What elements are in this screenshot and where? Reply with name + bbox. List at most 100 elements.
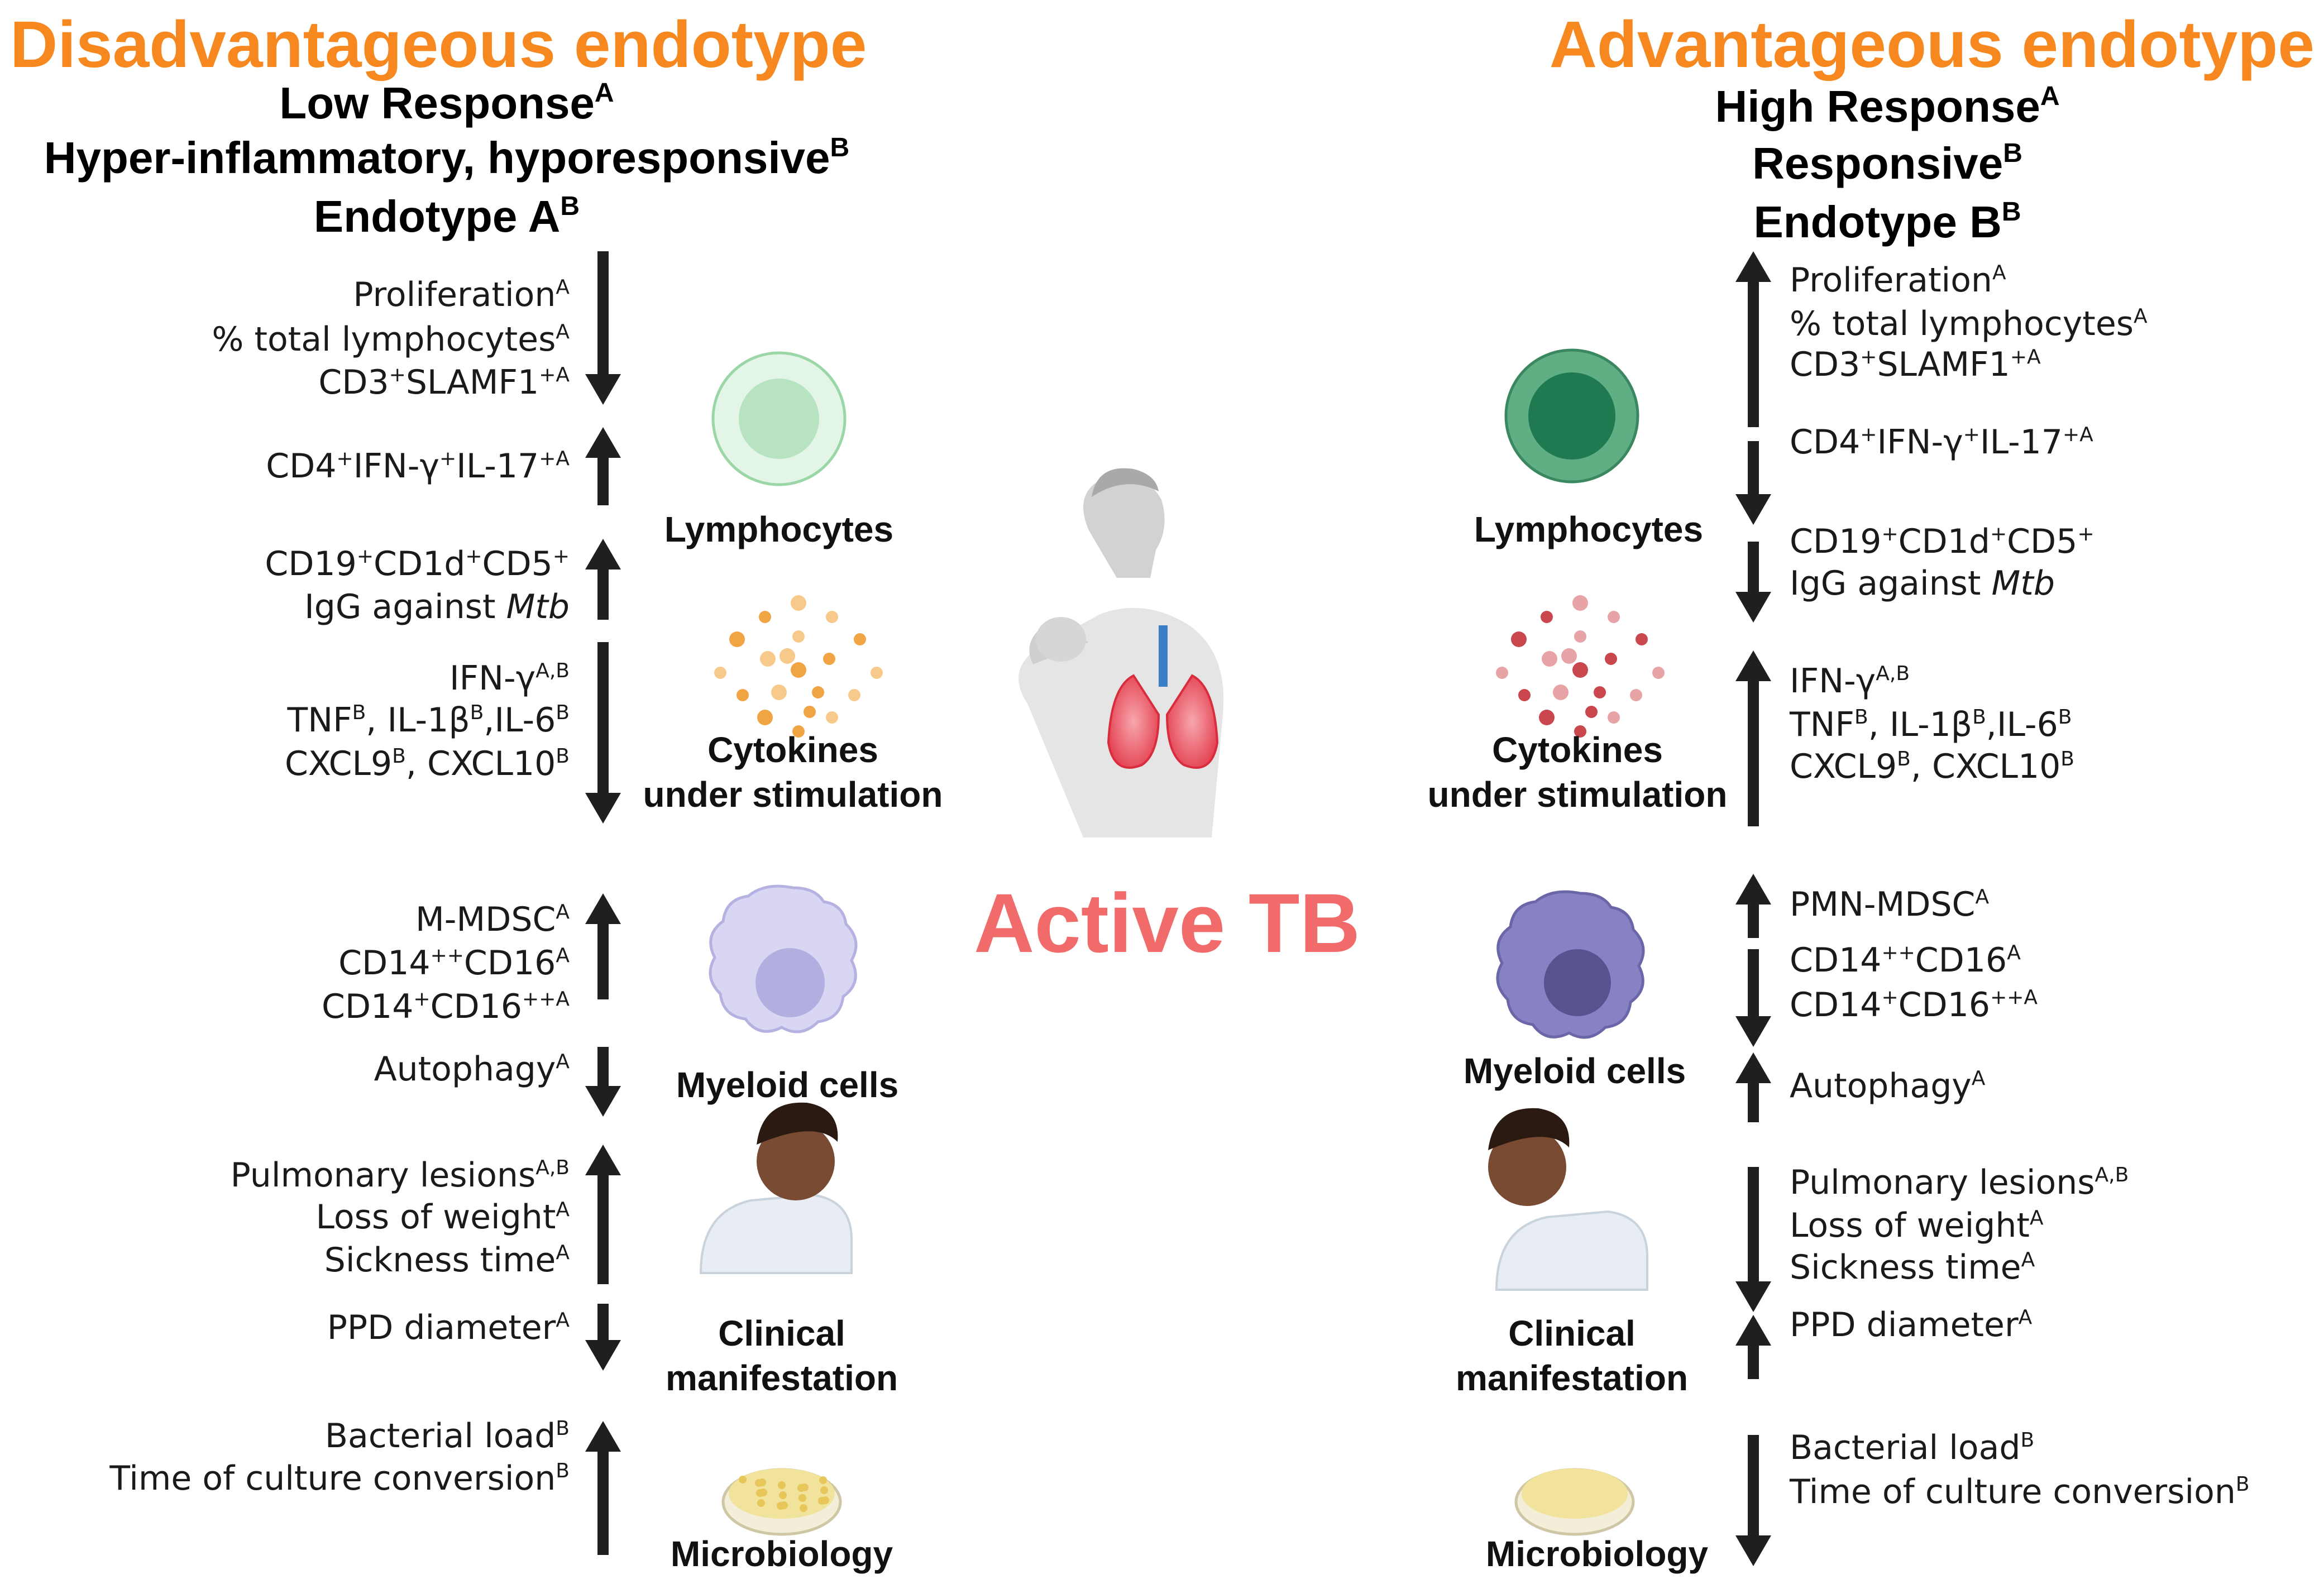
lymphocyte-cell-icon xyxy=(1504,348,1639,484)
left-arrow-up xyxy=(585,539,621,620)
cytokine-dots-icon xyxy=(1496,595,1665,738)
cytokine-dot xyxy=(780,648,795,664)
left-marker-label: CD14+CD16++A xyxy=(322,987,570,1026)
right-marker-label: Loss of weightA xyxy=(1790,1206,2044,1245)
right-marker-groups: ProliferationA % total lymphocytesACD3+SL… xyxy=(1735,251,2250,1566)
left-marker-label: IFN-γA,B xyxy=(450,659,570,698)
right-marker-label: CD4+IFN-γ+IL-17+A xyxy=(1790,423,2093,462)
left-cat-cytokines-sub: under stimulation xyxy=(643,774,943,815)
cytokine-dot xyxy=(1608,711,1620,724)
cytokine-dot xyxy=(791,595,806,611)
left-marker-label: AutophagyA xyxy=(374,1050,570,1089)
left-marker-label: M-MDSCA xyxy=(415,900,570,939)
cytokine-dot xyxy=(760,651,776,667)
cytokine-dots-icon xyxy=(714,595,883,738)
cytokine-dot xyxy=(737,689,749,701)
cytokine-dot xyxy=(1561,648,1577,664)
colony-dot xyxy=(756,1489,764,1497)
sick-patient-icon xyxy=(699,1102,853,1274)
right-marker-label: CD14+CD16++A xyxy=(1790,985,2038,1025)
left-cat-clinical: Clinical xyxy=(718,1313,845,1353)
cytokine-dot xyxy=(1608,611,1620,623)
lymphocyte-cell-icon xyxy=(711,351,847,486)
right-marker-label: PPD diameterA xyxy=(1790,1305,2033,1344)
cytokine-dot xyxy=(714,667,726,679)
left-marker-label: Pulmonary lesionsA,B xyxy=(231,1156,570,1195)
right-arrow-down xyxy=(1735,1435,1771,1566)
cytokine-dot xyxy=(1572,662,1588,678)
cytokine-dot xyxy=(823,653,835,665)
left-arrow-down xyxy=(585,642,621,824)
colony-dot xyxy=(739,1476,747,1483)
right-marker-label: AutophagyA xyxy=(1790,1066,1986,1106)
right-cat-cytokines-sub: under stimulation xyxy=(1428,774,1728,815)
right-marker-label: % total lymphocytesA xyxy=(1790,304,2148,343)
right-marker-label: Pulmonary lesionsA,B xyxy=(1790,1163,2129,1202)
left-cat-clinical-sub: manifestation xyxy=(666,1358,898,1398)
right-marker-label: CD14++CD16A xyxy=(1790,941,2021,980)
colony-dot xyxy=(818,1497,826,1505)
right-cat-clinical: Clinical xyxy=(1508,1313,1636,1353)
colony-dot xyxy=(755,1479,763,1487)
left-marker-label: IgG against Mtb xyxy=(304,587,570,626)
cytokine-dot xyxy=(1541,611,1553,623)
coughing-man-lungs-icon xyxy=(1018,468,1224,838)
right-heading-3: Endotype BB xyxy=(1753,197,2021,247)
left-marker-label: CD19+CD1d+CD5+ xyxy=(265,544,570,583)
colony-dot xyxy=(778,1481,786,1489)
right-arrow-down xyxy=(1735,441,1771,525)
left-arrow-up xyxy=(585,427,621,505)
left-title: Disadvantageous endotype xyxy=(10,8,867,82)
cytokine-dot xyxy=(757,710,773,725)
right-heading-1: High ResponseA xyxy=(1715,82,2060,131)
left-arrow-up xyxy=(585,893,621,999)
colony-dot xyxy=(797,1484,805,1492)
cytokine-dot xyxy=(1539,710,1555,725)
cytokine-dot xyxy=(1572,595,1588,611)
cytokine-dot xyxy=(759,611,771,623)
right-marker-label: Bacterial loadB xyxy=(1790,1428,2034,1467)
cytokine-dot xyxy=(1636,633,1648,645)
colony-dot xyxy=(779,1491,787,1499)
left-cat-microbiology: Microbiology xyxy=(671,1534,893,1574)
right-marker-label: TNFB, IL-1βB,IL-6B xyxy=(1789,705,2072,744)
right-arrow-down xyxy=(1735,542,1771,623)
cytokine-dot xyxy=(812,686,824,698)
left-marker-label: Sickness timeA xyxy=(324,1241,570,1280)
right-arrow-down xyxy=(1735,949,1771,1047)
left-marker-label: Bacterial loadB xyxy=(325,1416,570,1456)
right-marker-label: IgG against Mtb xyxy=(1790,564,2055,603)
right-arrow-up xyxy=(1735,1052,1771,1122)
left-marker-label: CD4+IFN-γ+IL-17+A xyxy=(266,447,570,486)
right-marker-label: CD3+SLAMF1+A xyxy=(1790,345,2041,384)
colony-dot xyxy=(777,1502,785,1510)
right-marker-label: CD19+CD1d+CD5+ xyxy=(1790,522,2095,561)
left-marker-label: PPD diameterA xyxy=(327,1308,570,1347)
right-marker-label: PMN-MDSCA xyxy=(1790,885,1989,924)
cytokine-dot xyxy=(804,706,816,718)
cytokine-dot xyxy=(1574,630,1586,643)
right-cat-lymphocytes: Lymphocytes xyxy=(1474,509,1703,549)
cytokine-dot xyxy=(1553,685,1569,700)
right-arrow-up xyxy=(1735,251,1771,427)
cytokine-dot xyxy=(1594,686,1606,698)
right-marker-label: Sickness timeA xyxy=(1790,1248,2035,1287)
cytokine-dot xyxy=(871,667,883,679)
cytokine-dot xyxy=(1542,651,1557,667)
sick-patient-icon xyxy=(1488,1108,1648,1291)
myeloid-cell-icon xyxy=(1496,890,1645,1039)
left-heading-2: Hyper-inflammatory, hyporesponsiveB xyxy=(44,133,849,183)
cytokine-dot xyxy=(1496,667,1508,679)
right-arrow-up xyxy=(1735,1315,1771,1379)
right-marker-label: IFN-γA,B xyxy=(1790,662,1910,701)
left-cat-cytokines: Cytokines xyxy=(707,730,878,770)
cytokine-dot xyxy=(771,685,787,700)
right-marker-label: CXCL9B, CXCL10B xyxy=(1790,747,2074,786)
left-marker-label: CD14++CD16A xyxy=(338,944,570,983)
right-marker-label: ProliferationA xyxy=(1790,261,2006,300)
left-marker-label: ProliferationA xyxy=(353,275,570,314)
center-title: Active TB xyxy=(974,876,1360,970)
left-arrow-up xyxy=(585,1421,621,1555)
cytokine-dot xyxy=(1511,631,1527,647)
left-marker-label: CD3+SLAMF1+A xyxy=(318,363,570,402)
